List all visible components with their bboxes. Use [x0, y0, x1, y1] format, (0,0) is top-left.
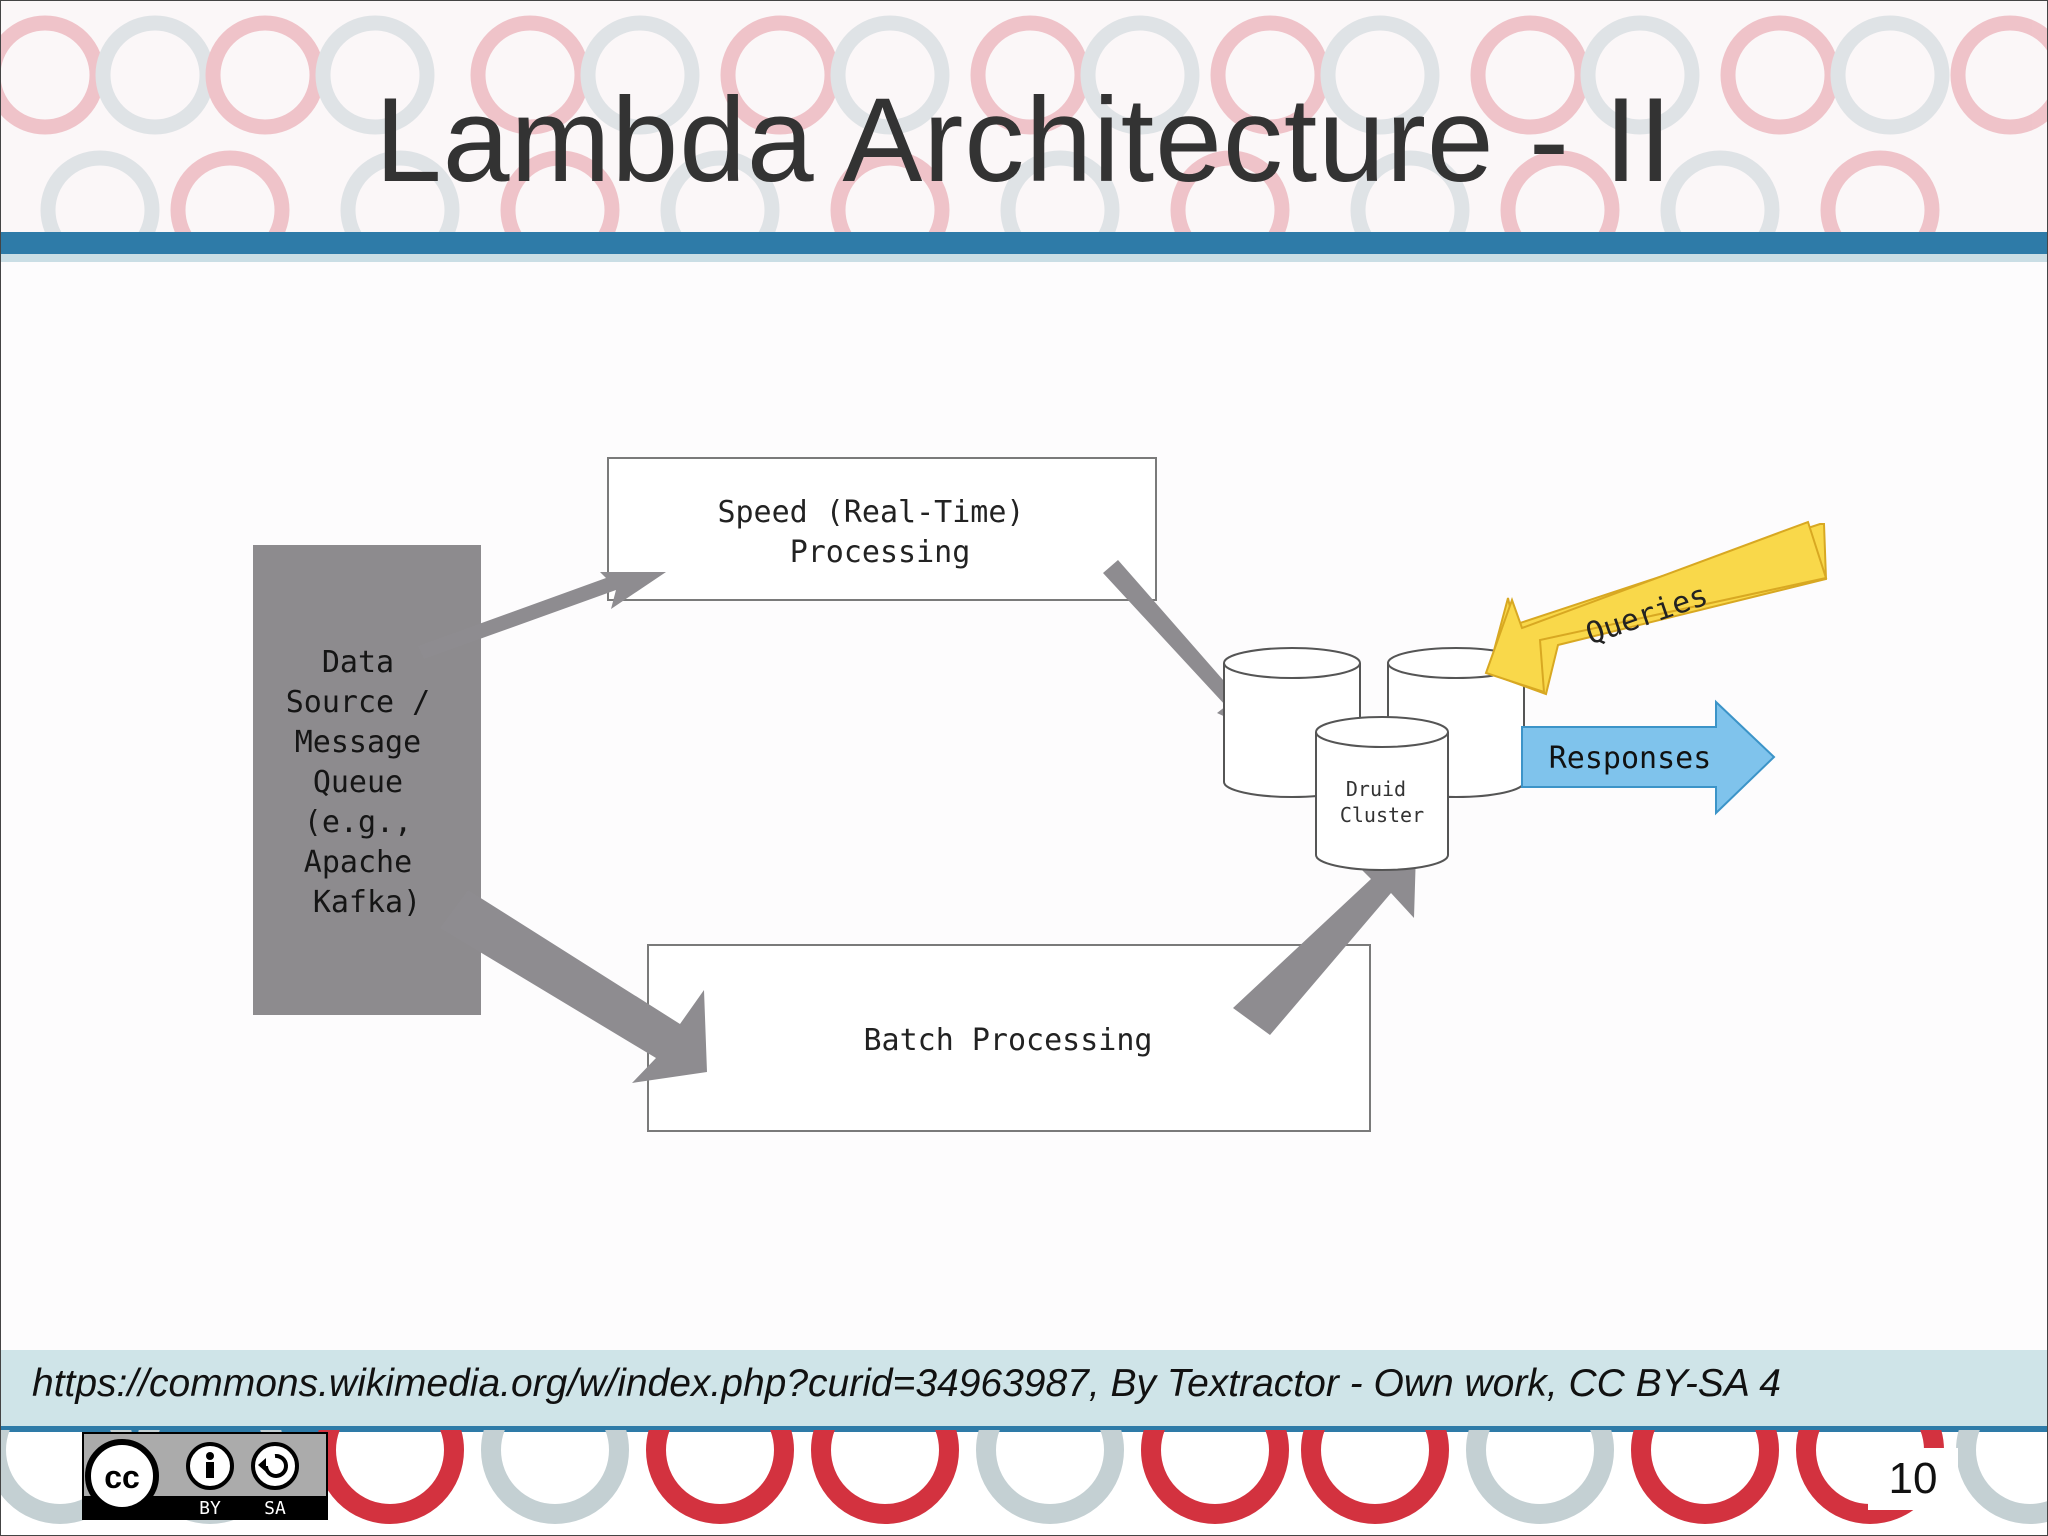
druid-cluster-label: Druid Cluster [1340, 777, 1424, 827]
cc-by-sa-badge: cc BY SA [82, 1432, 328, 1520]
page-number: 10 [1868, 1448, 1958, 1510]
speed-processing-box [607, 457, 1157, 601]
speed-processing-label: Speed (Real-Time) Processing [717, 495, 1042, 570]
header-decoration [0, 0, 2048, 262]
responses-label: Responses [1549, 741, 1712, 776]
arrow-batch-to-druid [1233, 852, 1416, 1035]
footer-decoration [0, 1350, 2048, 1536]
data-source-box [253, 545, 481, 1015]
arrow-source-to-speed [418, 572, 666, 659]
data-source-label: Data Source / Message Queue (e.g., Apach… [286, 645, 449, 920]
slide-title: Lambda Architecture - II [375, 73, 1673, 207]
cc-icon [85, 1439, 159, 1513]
arrow-source-to-batch [440, 890, 707, 1083]
responses-arrow [1521, 699, 1776, 816]
lambda-architecture-diagram: Data Source / Message Queue (e.g., Apach… [253, 457, 1828, 1132]
source-attribution: https://commons.wikimedia.org/w/index.ph… [32, 1362, 1781, 1405]
queries-arrow-body [1484, 520, 1828, 694]
share-alike-icon [251, 1442, 299, 1490]
druid-cylinders [1223, 647, 1525, 871]
batch-processing-box [647, 944, 1371, 1132]
svg-text:cc: cc [104, 1459, 140, 1495]
badge-sa-label: SA [264, 1498, 286, 1519]
badge-by-label: BY [199, 1498, 221, 1519]
batch-processing-label: Batch Processing [864, 1023, 1153, 1058]
